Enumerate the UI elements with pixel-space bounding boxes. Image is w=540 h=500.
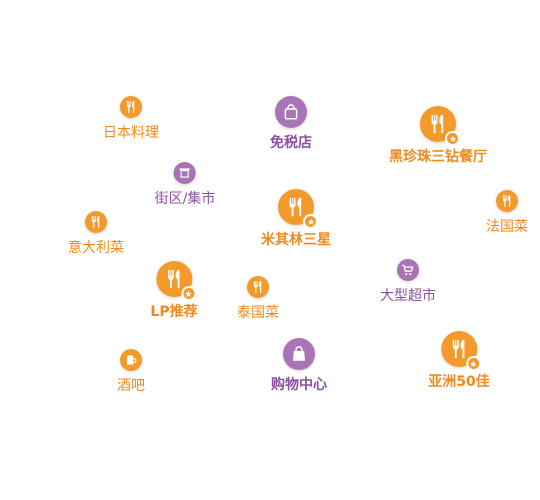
tag-duty-free[interactable]: 免税店 <box>270 96 312 152</box>
tag-lp-recommend[interactable]: LP推荐 <box>150 261 198 321</box>
tag-label: 泰国菜 <box>237 305 279 321</box>
tag-label: 大型超市 <box>380 288 436 304</box>
star-badge-icon <box>303 214 318 229</box>
tag-label: 亚洲50佳 <box>428 374 490 390</box>
star-badge-icon <box>445 131 460 146</box>
tag-italian-cuisine[interactable]: 意大利菜 <box>68 211 124 257</box>
tag-label: 街区/集市 <box>154 191 216 207</box>
tag-label: 意大利菜 <box>68 240 124 256</box>
tag-label: 购物中心 <box>271 377 327 393</box>
cutlery-icon <box>120 96 142 118</box>
star-badge-icon <box>181 286 196 301</box>
tag-supermarket[interactable]: 大型超市 <box>380 259 436 305</box>
cutlery-icon <box>247 276 269 298</box>
tag-black-pearl[interactable]: 黑珍珠三钻餐厅 <box>389 106 487 166</box>
cutlery-icon <box>85 211 107 233</box>
tag-label: 日本料理 <box>103 125 159 141</box>
star-badge-icon <box>465 356 481 371</box>
tag-bar[interactable]: 酒吧 <box>117 349 145 395</box>
cutlery-star-icon <box>420 106 460 146</box>
tag-french-cuisine[interactable]: 法国菜 <box>486 190 528 236</box>
shopping-bag-icon <box>283 338 315 370</box>
shopping-cart-icon <box>397 259 419 281</box>
tag-thai-cuisine[interactable]: 泰国菜 <box>237 276 279 322</box>
tag-label: 酒吧 <box>117 378 145 394</box>
tag-street-market[interactable]: 街区/集市 <box>154 162 216 208</box>
cutlery-star-icon <box>278 189 318 229</box>
tag-michelin[interactable]: 米其林三星 <box>261 189 331 249</box>
tag-label: 法国菜 <box>486 219 528 235</box>
cutlery-icon <box>496 190 518 212</box>
tag-label: LP推荐 <box>150 304 198 320</box>
tag-asia-50-best[interactable]: 亚洲50佳 <box>428 331 490 391</box>
tag-label: 米其林三星 <box>261 232 331 248</box>
tag-label: 免税店 <box>270 135 312 151</box>
cutlery-star-icon <box>440 331 481 371</box>
tag-shopping-mall[interactable]: 购物中心 <box>271 338 327 394</box>
shopping-bag-icon <box>275 96 307 128</box>
beer-mug-icon <box>120 349 142 371</box>
tag-label: 黑珍珠三钻餐厅 <box>389 149 487 165</box>
market-stall-icon <box>174 162 196 184</box>
cutlery-star-icon <box>156 261 196 301</box>
tag-japanese-cuisine[interactable]: 日本料理 <box>103 96 159 142</box>
